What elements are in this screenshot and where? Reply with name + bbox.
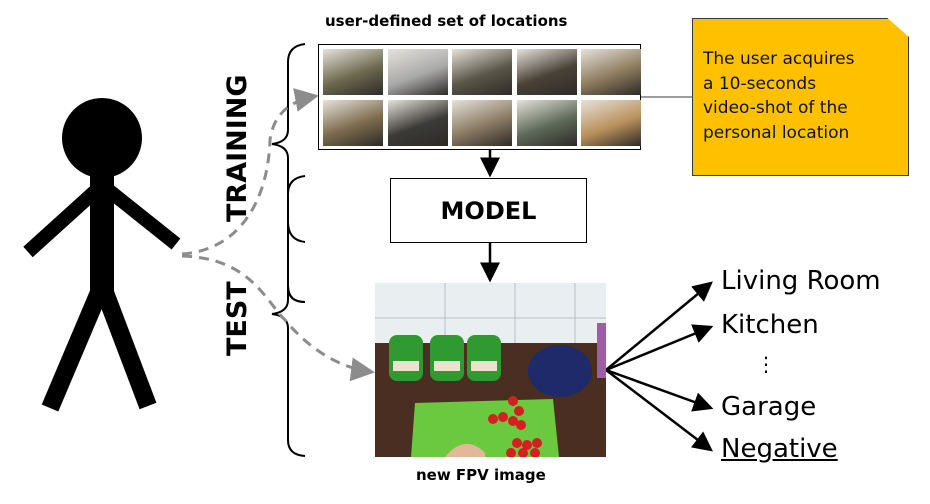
fpv-image-label: new FPV image [416, 466, 546, 484]
thumbnail-kitchen-counter [323, 49, 383, 95]
model-label: MODEL [440, 196, 537, 225]
class-label-negative: Negative [721, 434, 838, 464]
model-brace [287, 175, 306, 243]
user-stick-figure-icon [23, 98, 181, 412]
class-label-kitchen: Kitchen [721, 310, 819, 340]
fpv-scene-illustration [375, 283, 606, 457]
thumbnail-sink [581, 49, 641, 95]
training-brace [271, 43, 306, 303]
note-line: personal location [703, 122, 850, 143]
thumbnail-living-room-window [516, 49, 577, 95]
test-brace [271, 285, 306, 457]
thumbnail-monitor-lamp [581, 100, 641, 146]
note-line: The user acquires [703, 49, 855, 69]
thumbnail-laptop-desk [387, 49, 448, 95]
thumbnail-piano [387, 100, 448, 146]
thumbnail-computer-desk [323, 100, 383, 146]
fpv-test-image [375, 283, 606, 457]
test-label: TEST [222, 281, 253, 356]
classifier-arrows [605, 281, 714, 452]
training-dashed-arrow [181, 88, 319, 256]
model-box: MODEL [390, 178, 587, 243]
location-thumbnail-grid [318, 44, 641, 150]
class-label-garage: Garage [721, 392, 817, 422]
class-label-living-room: Living Room [721, 266, 881, 296]
note-line: video-shot of the [703, 98, 848, 118]
thumbnail-coffee-vending-machine [452, 49, 512, 95]
class-label-ellipsis: ⋮ [756, 352, 776, 376]
note-line: a 10-seconds [703, 73, 817, 94]
training-set-title: user-defined set of locations [325, 12, 568, 30]
thumbnail-garage-tools [452, 100, 512, 146]
thumbnail-car-interior [516, 100, 577, 146]
training-label: TRAINING [222, 74, 253, 222]
note-callout: The user acquires a 10-seconds video-sho… [692, 18, 909, 176]
test-dashed-arrow [181, 254, 375, 382]
